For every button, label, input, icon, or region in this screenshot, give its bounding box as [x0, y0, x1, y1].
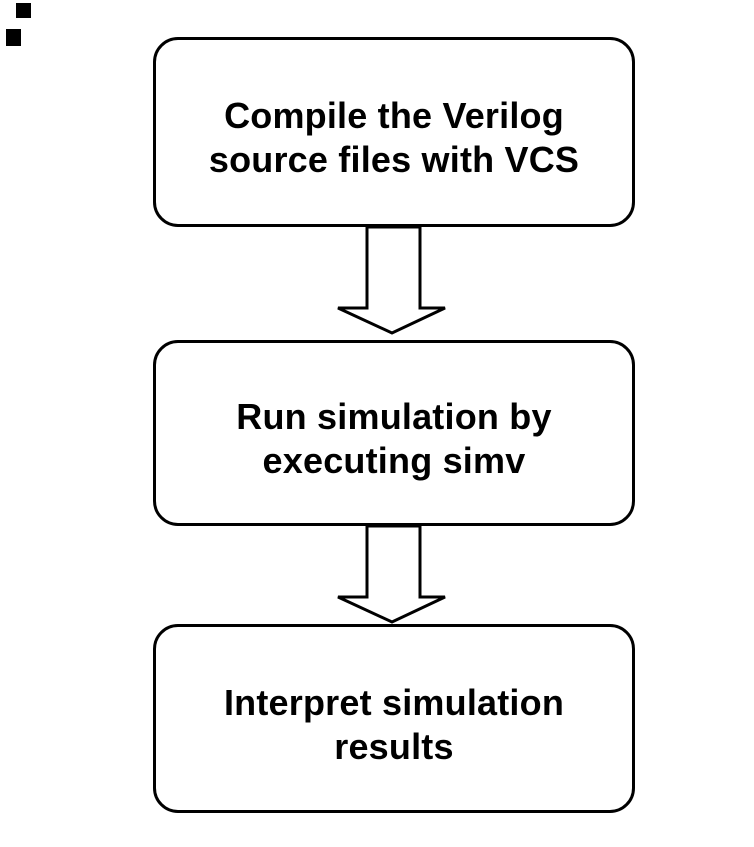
flow-node-label: Interpret simulation results	[224, 681, 564, 769]
flow-node-label-line: results	[334, 725, 454, 767]
black-square-mark	[6, 29, 21, 46]
flow-node-label-line: source files with VCS	[208, 139, 580, 180]
flow-node-compile: Compile the Verilog source files with VC…	[153, 37, 635, 227]
black-square-mark	[16, 3, 31, 18]
flow-node-label-line: executing simv	[262, 440, 526, 481]
flow-node-label-line: Run simulation by	[236, 396, 552, 437]
down-arrow-icon	[337, 524, 446, 624]
flow-node-run-simulation: Run simulation by executing simv	[153, 340, 635, 526]
down-arrow-icon	[337, 225, 446, 335]
flow-node-label-line: Interpret simulation	[223, 681, 565, 723]
flow-node-label: Run simulation by executing simv	[236, 395, 551, 483]
flow-node-label-line: Compile the Verilog	[224, 95, 564, 136]
flow-node-label: Compile the Verilog source files with VC…	[209, 94, 579, 182]
flow-node-interpret-results: Interpret simulation results	[153, 624, 635, 813]
